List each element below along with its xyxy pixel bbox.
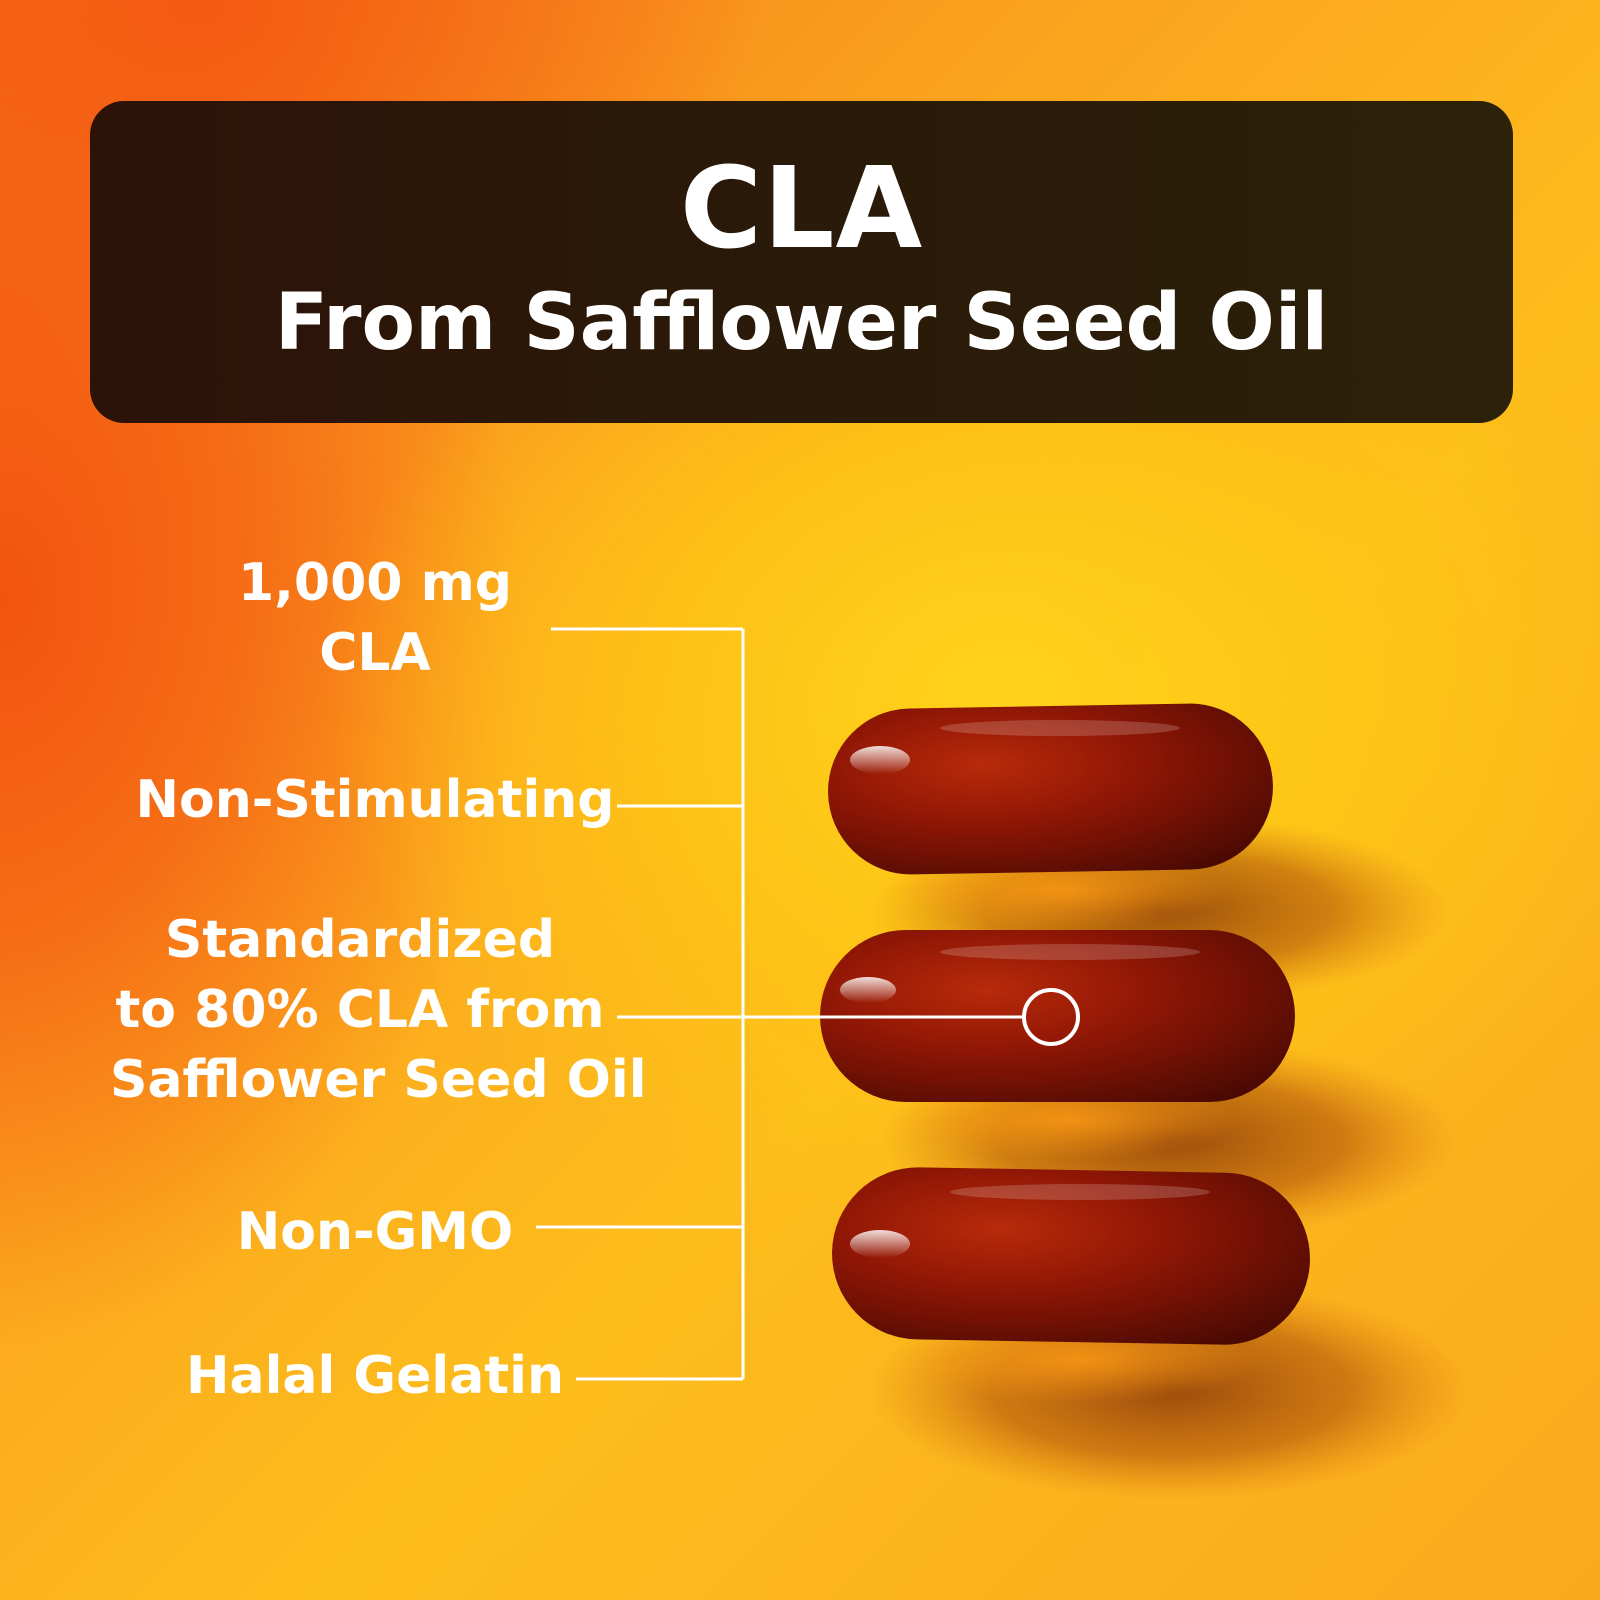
header-banner: CLA From Safflower Seed Oil: [90, 101, 1513, 423]
feature-dosage: 1,000 mg CLA: [230, 548, 520, 688]
feature-non-stimulating-label: Non-Stimulating: [135, 770, 615, 830]
feature-standardized-line-3: Safflower Seed Oil: [110, 1050, 647, 1110]
feature-dosage-line-1: 1,000 mg: [238, 553, 512, 613]
feature-non-gmo: Non-GMO: [225, 1194, 525, 1270]
product-title: CLA: [679, 144, 924, 274]
softgel-capsule-icon: [828, 703, 1273, 875]
feature-standardized: Standardized to 80% CLA from Safflower S…: [110, 905, 647, 1115]
feature-standardized-line-2: to 80% CLA from: [115, 980, 605, 1040]
feature-halal-gelatin: Halal Gelatin: [185, 1338, 565, 1414]
product-subtitle: From Safflower Seed Oil: [274, 278, 1329, 368]
feature-standardized-line-1: Standardized: [164, 910, 556, 970]
circle-marker-icon: [1022, 988, 1080, 1046]
feature-non-stimulating: Non-Stimulating: [120, 762, 630, 838]
feature-dosage-line-2: CLA: [319, 623, 431, 683]
feature-halal-gelatin-label: Halal Gelatin: [185, 1346, 564, 1406]
softgel-capsule-icon: [820, 930, 1295, 1102]
feature-non-gmo-label: Non-GMO: [236, 1202, 514, 1262]
softgel-capsule-icon: [832, 1167, 1310, 1345]
